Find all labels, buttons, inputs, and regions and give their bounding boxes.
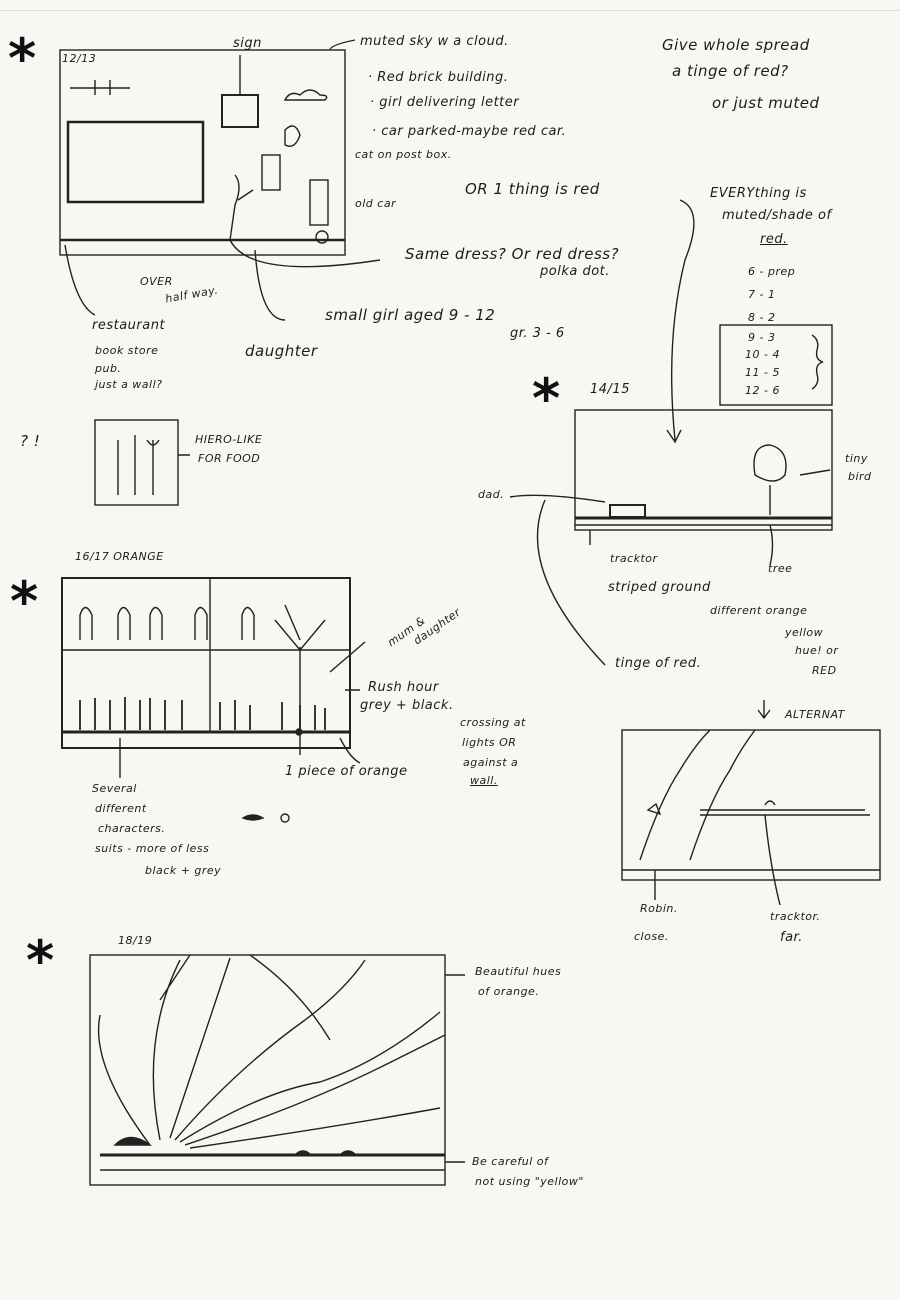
age-row: 6 - prep: [748, 265, 796, 278]
sketch-panel-16-17: [61, 577, 366, 778]
note: daughter: [245, 342, 318, 360]
spread-label: 12/13: [62, 52, 97, 65]
note: suits - more of less: [95, 842, 210, 855]
note: not using "yellow": [475, 1175, 584, 1188]
age-row: 11 - 5: [745, 366, 780, 379]
note: OR 1 thing is red: [465, 180, 600, 198]
spread-label: 16/17 ORANGE: [75, 550, 164, 563]
note: lights OR: [462, 736, 517, 749]
note: Robin.: [640, 902, 678, 915]
star-icon: *: [26, 929, 55, 992]
note: tinge of red.: [615, 656, 702, 671]
note: just a wall?: [95, 378, 163, 391]
note: FOR FOOD: [198, 452, 261, 465]
age-row: 7 - 1: [748, 288, 776, 301]
note: grey + black.: [360, 698, 454, 713]
note: or just muted: [712, 94, 820, 112]
note: polka dot.: [540, 264, 610, 279]
note: RED: [812, 664, 837, 677]
age-row: 8 - 2: [748, 311, 776, 324]
note: yellow: [785, 626, 824, 639]
age-row: 12 - 6: [745, 384, 780, 397]
note: Several: [92, 782, 137, 795]
note: muted sky w a cloud.: [360, 34, 509, 49]
note: a tinge of red?: [672, 62, 789, 80]
sketch-panel-alternate: [621, 729, 881, 906]
note: wall.: [470, 774, 498, 787]
star-icon: *: [8, 27, 37, 90]
note-sign: sign: [233, 36, 262, 51]
note: red.: [760, 232, 788, 247]
note: pub.: [95, 362, 122, 375]
note: · Red brick building.: [368, 70, 509, 85]
note: tracktor.: [770, 910, 821, 923]
note: restaurant: [92, 318, 166, 333]
note: 1 piece of orange: [285, 764, 408, 779]
age-row: 10 - 4: [745, 348, 780, 361]
note: bird: [848, 470, 872, 483]
note: close.: [634, 930, 669, 943]
note: hue! or: [795, 644, 839, 657]
star-icon: *: [532, 367, 561, 430]
note: black + grey: [145, 864, 222, 877]
note: tiny: [845, 452, 868, 465]
note: ? !: [20, 432, 41, 450]
note: striped ground: [608, 580, 711, 595]
note: EVERYthing is: [710, 186, 807, 201]
ages-box: [719, 324, 833, 406]
note: different orange: [710, 604, 808, 617]
note: Beautiful hues: [475, 965, 562, 978]
food-sign-sketch: [94, 419, 179, 506]
note: Same dress? Or red dress?: [405, 245, 620, 263]
sketch-panel-12-13: [59, 39, 381, 321]
note: book store: [95, 344, 159, 357]
note: against a: [463, 756, 519, 769]
note: ALTERNAT: [785, 708, 845, 721]
star-icon: *: [10, 570, 39, 633]
note: far.: [780, 930, 803, 945]
note: of orange.: [478, 985, 540, 998]
note: dad.: [478, 488, 505, 501]
sketch-panel-18-19: [89, 954, 465, 1186]
note: tracktor: [610, 552, 658, 565]
note: Give whole spread: [662, 36, 810, 54]
note: OVER: [140, 275, 173, 288]
note: tree: [768, 562, 793, 575]
note: · car parked-maybe red car.: [372, 124, 567, 139]
note: characters.: [98, 822, 166, 835]
page-edge: [0, 10, 900, 11]
note: · girl delivering letter: [370, 95, 520, 110]
spread-label: 18/19: [118, 934, 153, 947]
note: small girl aged 9 - 12: [325, 306, 496, 324]
note: cat on post box.: [355, 148, 452, 161]
note: muted/shade of: [722, 208, 832, 223]
note: crossing at: [460, 716, 526, 729]
spread-label: 14/15: [590, 382, 630, 397]
sketch-panel-14-15: [509, 409, 833, 666]
note: HIERO-LIKE: [195, 433, 263, 446]
age-row: 9 - 3: [748, 331, 776, 344]
note: Rush hour: [368, 680, 439, 695]
note: Be careful of: [472, 1155, 549, 1168]
note: gr. 3 - 6: [510, 326, 565, 341]
note: different: [95, 802, 147, 815]
note: old car: [355, 197, 397, 210]
